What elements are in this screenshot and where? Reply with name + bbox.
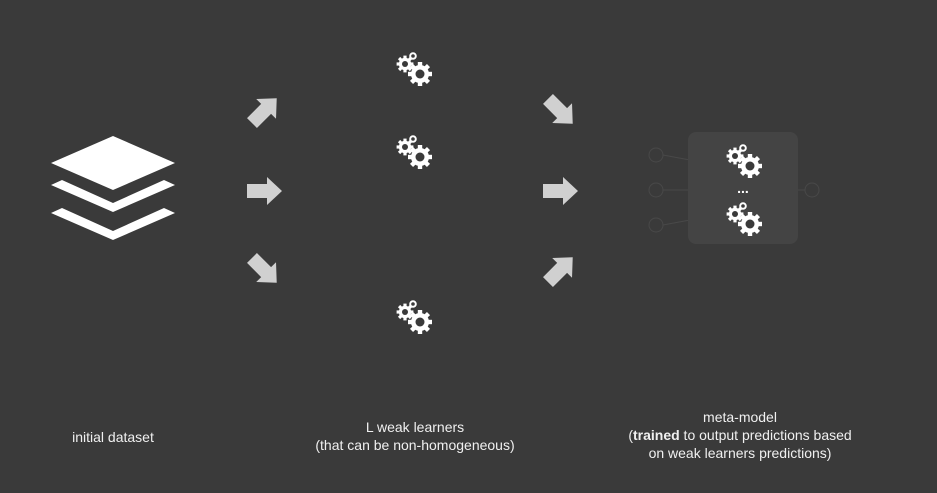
meta-model-ellipsis: ...	[737, 180, 749, 196]
arrow-icon	[242, 248, 287, 293]
arrow-icon	[242, 88, 287, 133]
meta-model-caption: meta-model (trained to output prediction…	[585, 408, 895, 462]
weak-learners-title: L weak learners	[365, 419, 465, 435]
arrow-icon	[538, 247, 583, 292]
dataset-label: initial dataset	[72, 429, 154, 445]
meta-model-description-line1: (trained to output predictions based	[628, 427, 852, 443]
dataset-caption: initial dataset	[43, 428, 183, 446]
weak-learners-subtitle: (that can be non-homogeneous)	[315, 437, 515, 453]
weak-learner-L-gears-icon	[396, 300, 432, 334]
arrow-icon	[247, 177, 282, 205]
arrow-icon	[538, 89, 583, 134]
layers-icon	[51, 136, 175, 240]
meta-model-box	[648, 132, 820, 244]
meta-model-trained-bold: trained	[632, 427, 680, 443]
arrow-icon	[543, 177, 578, 205]
weak-learner-1-gears-icon	[396, 52, 432, 86]
weak-learner-2-gears-icon	[396, 135, 432, 169]
meta-model-description-line2: on weak learners predictions)	[648, 445, 832, 461]
weak-learners-caption: L weak learners (that can be non-homogen…	[280, 418, 550, 454]
meta-model-title: meta-model	[703, 409, 777, 425]
